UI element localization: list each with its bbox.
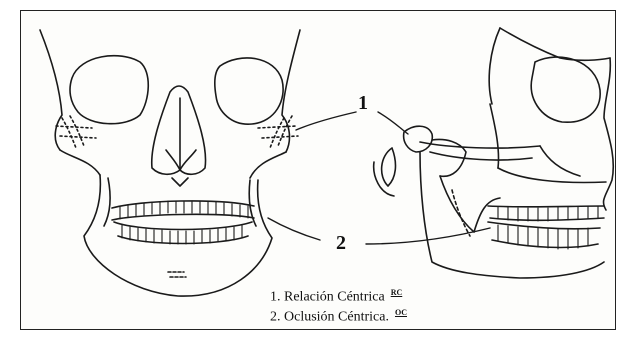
- legend-item-oclusion-centrica: 2. Oclusión Céntrica. OC: [270, 308, 407, 326]
- legend-text: 1. Relación Céntrica: [270, 290, 385, 305]
- legend-item-relacion-centrica: 1. Relación Céntrica RC: [270, 288, 402, 306]
- label-1: 1: [358, 92, 368, 115]
- legend-abbr: OC: [395, 308, 407, 317]
- legend-abbr: RC: [391, 288, 403, 297]
- lateral-skull: [374, 28, 614, 278]
- legend-text: 2. Oclusión Céntrica.: [270, 310, 389, 325]
- label-2: 2: [336, 232, 346, 255]
- frontal-skull: [40, 30, 300, 296]
- leader-lines: [268, 112, 490, 244]
